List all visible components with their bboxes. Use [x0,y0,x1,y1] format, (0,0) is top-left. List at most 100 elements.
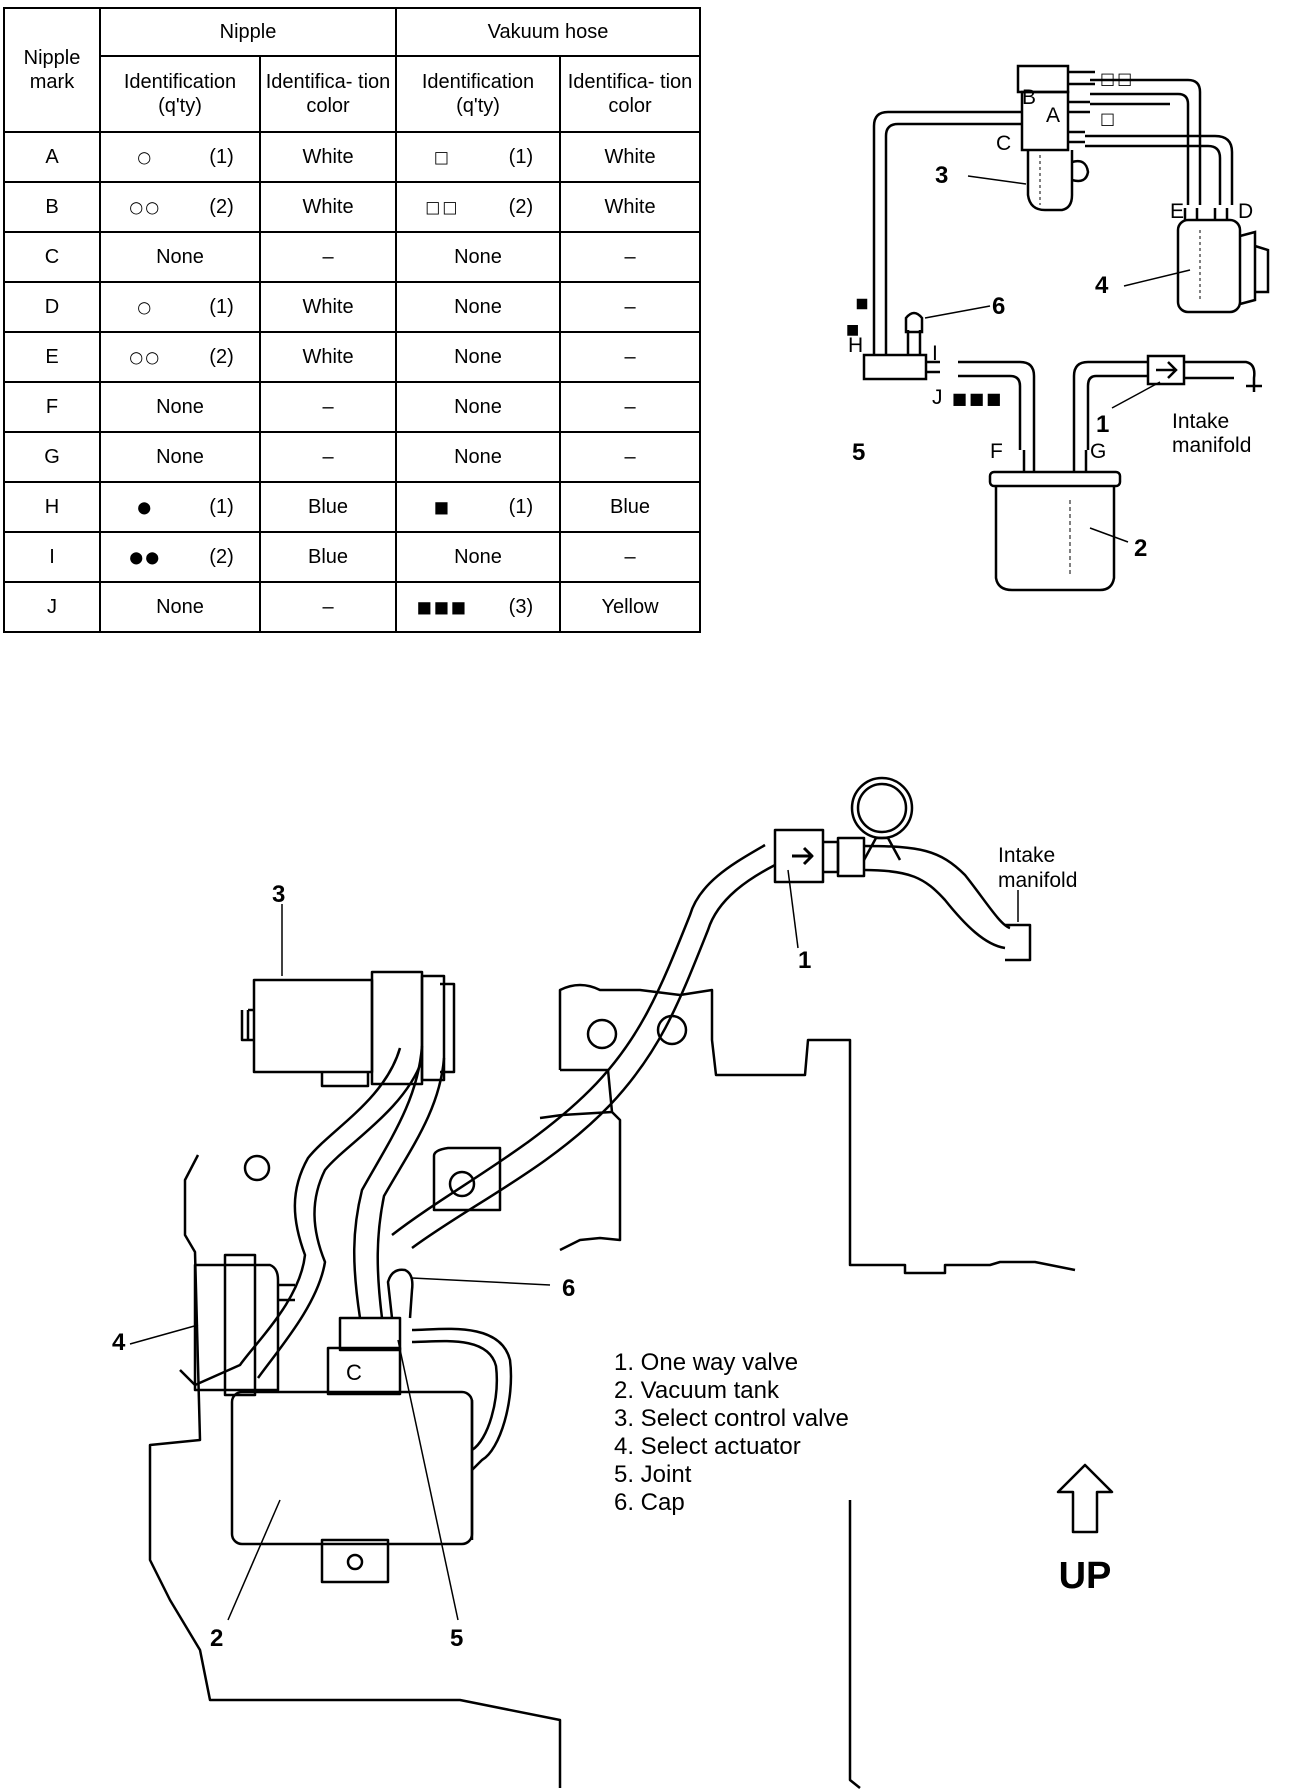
schematic-label-4: 4 [1095,272,1109,299]
nipple-mark-g: G [1090,440,1106,463]
leader-install-5 [397,1339,459,1621]
hose-identification-cell: None [395,431,562,483]
installation-view [129,776,1114,1789]
hose-identification-color-cell: Yellow [559,581,702,633]
nipple-mark-cell: J [3,581,101,633]
joint-schematic [856,298,940,381]
select-actuator [193,1253,295,1397]
nipple-mark-cell: G [3,431,101,483]
hose-valve-to-actuator [179,1047,402,1387]
hose-identification-cell: None [395,231,562,283]
nipple-mark-e: E [1170,200,1184,223]
cap [386,1268,414,1319]
hose-identification-color-cell: White [559,181,702,233]
cap-schematic [904,311,924,334]
leader-3 [967,175,1027,185]
nipple-identification-color-cell: White [258,281,398,333]
hose-identification-cell: □□(2) [395,181,562,233]
hose-identification-color-cell: White [559,131,702,183]
hose-g-schematic [1072,360,1148,450]
schematic-label-6: 6 [992,293,1005,320]
nipple-identification-symbol: ●● [129,547,162,567]
nipple-identification-quantity: (1) [209,296,234,318]
select-control-valve-schematic [1008,64,1095,212]
nipple-identification-cell: ○○(2) [99,331,261,383]
hose-identification-quantity: (2) [508,196,534,218]
nipple-mark-cell: H [3,481,101,533]
installation-labels: 3 1 4 6 2 5 C Intake manifold UP 1. One … [112,844,1111,1652]
header-nipple-identification: Identification (q'ty) [99,55,261,133]
nipple-mark-cell: B [3,181,101,233]
up-arrow-icon [1056,1463,1114,1534]
nipple-identification-color-cell: – [258,431,398,483]
legend-item-5: 5. Joint [614,1461,692,1488]
hose-identification-color-cell: – [559,281,702,333]
nipple-identification-color-cell: White [258,131,398,183]
header-hose-identification: Identification (q'ty) [395,55,562,133]
vacuum-tank-schematic [988,450,1122,592]
hose-valve-to-joint [353,1045,424,1319]
hose-b-identification: □□ [1100,69,1134,88]
nipple-identification-quantity: (1) [209,496,234,518]
leader-install-1 [787,869,799,949]
nipple-hose-table: Nipple mark Nipple Vakuum hose Identific… [3,7,702,633]
one-way-valve-schematic [1146,354,1262,392]
nipple-mark-cell: F [3,381,101,433]
nipple-identification-color-cell: Blue [258,531,398,583]
install-label-6: 6 [562,1275,575,1302]
nipple-identification-symbol: ○ [137,297,154,317]
leader-install-2 [227,1499,281,1621]
schematic-label-1: 1 [1096,411,1109,438]
engine-outline [558,983,1076,1275]
hose-identification-cell: ■(1) [395,481,562,533]
schematic-label-5: 5 [852,439,865,466]
hose-f-schematic [958,360,1036,450]
nipple-identification-cell: None [99,381,261,433]
install-label-1: 1 [798,947,811,974]
nipple-mark-f: F [990,440,1003,463]
hose-a-identification: □ [1100,109,1115,128]
schematic-label-3: 3 [935,162,948,189]
legend-item-4: 4. Select actuator [614,1433,801,1460]
joint [326,1316,402,1396]
legend-item-2: 2. Vacuum tank [614,1377,780,1404]
hose-identification-color-cell: – [559,381,702,433]
hose-identification-cell: ■■■(3) [395,581,562,633]
leader-4 [1123,269,1191,287]
install-label-5: 5 [450,1625,463,1652]
header-nipple: Nipple [98,7,398,57]
schematic-intake-line2: manifold [1172,434,1251,457]
hose-to-one-way-valve [391,843,766,1236]
nipple-identification-quantity: (2) [209,346,234,368]
hose-identification-color-cell: – [559,231,702,283]
hose-tank-loop [411,1327,513,1471]
nipple-identification-color-cell: Blue [258,481,398,533]
install-label-4: 4 [112,1329,126,1356]
nipple-identification-symbol: ● [137,497,154,517]
nipple-identification-cell: None [99,231,261,283]
leader-6 [924,305,991,319]
nipple-identification-cell: ○○(2) [99,181,261,233]
leader-install-6 [411,1277,551,1286]
legend-item-1: 1. One way valve [614,1349,798,1376]
select-control-valve [240,970,456,1088]
nipple-identification-color-cell: – [258,581,398,633]
hose-identification-cell: None [395,531,562,583]
nipple-mark-cell: C [3,231,101,283]
schematic-intake-line1: Intake [1172,410,1229,433]
nipple-identification-cell: ● (1) [99,481,261,533]
nipple-identification-color-cell: White [258,181,398,233]
header-nipple-id-color: Identifica- tion color [258,55,398,133]
hose-j-identification: ■■■ [952,389,1003,408]
hose-identification-symbol: ■■■ [416,597,469,617]
nipple-mark-i: I [932,342,938,365]
leader-1 [1111,381,1161,409]
schematic-label-2: 2 [1134,535,1147,562]
nipple-identification-cell: None [99,581,261,633]
install-label-2: 2 [210,1625,223,1652]
nipple-identification-cell: None [99,431,261,483]
